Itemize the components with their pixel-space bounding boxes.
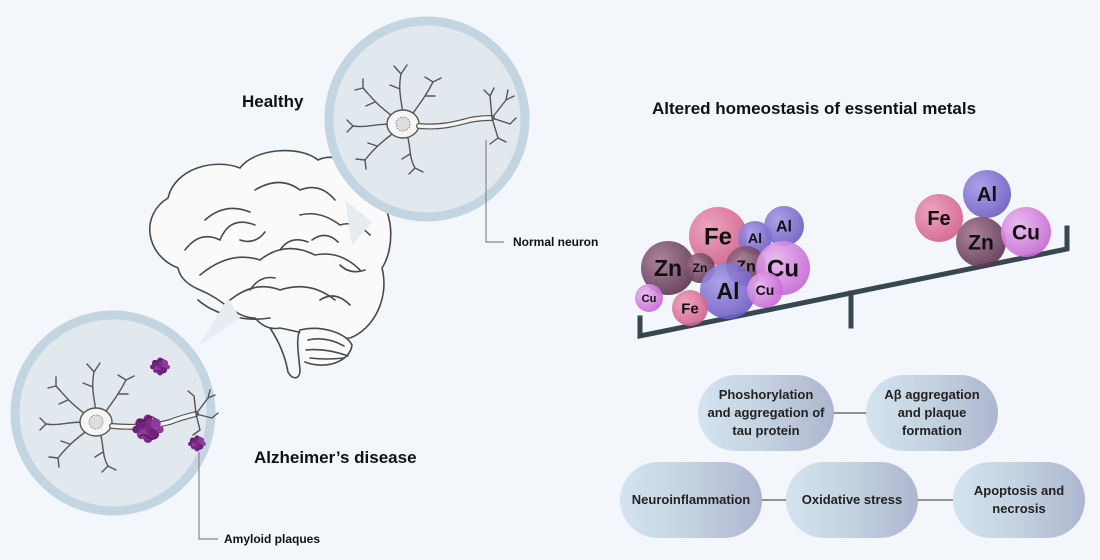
right-metal-label: Zn [968, 231, 994, 254]
right-metal-fe-1: Fe [915, 194, 963, 242]
normal-neuron-leader [485, 140, 504, 243]
left-metal-cu-9: Cu [635, 284, 663, 312]
left-metal-fe-0: Fe [689, 207, 747, 265]
right-metal-cu-3: Cu [1001, 207, 1051, 257]
neuron-icon [346, 64, 517, 175]
left-metal-label: Al [776, 219, 792, 236]
effect-tau-text: Phoshorylation and aggregation of tau pr… [707, 387, 825, 438]
metals-title: Altered homeostasis of essential metals [652, 99, 977, 118]
left-metal-fe-10: Fe [672, 290, 708, 326]
neuron-icon [39, 362, 219, 473]
left-metal-label: Cu [642, 293, 657, 305]
effect-tau-pill: Phoshorylation and aggregation of tau pr… [698, 375, 834, 451]
left-metal-cu-8: Cu [747, 272, 783, 308]
left-metal-label: Zn [654, 255, 682, 281]
left-metal-label: Al [748, 230, 762, 246]
left-metal-label: Fe [681, 300, 699, 317]
right-metal-zn-2: Zn [956, 217, 1006, 267]
effect-neuroinflammation-pill: Neuroinflammation [620, 462, 762, 538]
brain-icon [149, 149, 392, 379]
effects-connectors [762, 412, 953, 501]
alzheimers-neuron-circle [10, 310, 219, 516]
right-metal-label: Al [977, 184, 997, 206]
left-metal-label: Cu [756, 282, 775, 298]
left-metal-label: Al [717, 278, 740, 304]
effect-apoptosis-pill: Apoptosis and necrosis [953, 462, 1085, 538]
amyloid-plaques-leader [198, 452, 218, 540]
left-metal-zn-3: Zn [641, 241, 695, 295]
alzheimers-label: Alzheimer’s disease [254, 448, 417, 467]
effect-abeta-pill: Aβ aggregation and plaque formation [866, 375, 998, 451]
effect-oxidative-pill: Oxidative stress [786, 462, 918, 538]
right-metal-al-0: Al [963, 170, 1011, 218]
right-metal-label: Fe [927, 208, 950, 230]
left-metal-label: Fe [704, 223, 732, 250]
left-metal-al-2: Al [764, 206, 804, 246]
amyloid-plaques-label: Amyloid plaques [224, 532, 321, 546]
healthy-label: Healthy [242, 92, 304, 111]
healthy-neuron-circle [324, 16, 530, 222]
effect-neuroinflammation-text: Neuroinflammation [631, 492, 751, 507]
effect-oxidative-text: Oxidative stress [801, 492, 903, 507]
alzheimers-zoom-connector [200, 298, 240, 345]
healthy-zoom-connector [345, 200, 372, 245]
balance-scale-icon [637, 225, 1070, 340]
normal-neuron-label: Normal neuron [513, 235, 599, 249]
right-metal-label: Cu [1012, 221, 1040, 244]
effect-apoptosis-text: Apoptosis and necrosis [973, 483, 1065, 516]
left-metal-label: Zn [693, 261, 708, 275]
left-metal-al-7: Al [700, 263, 756, 319]
effect-abeta-text: Aβ aggregation and plaque formation [884, 387, 980, 438]
